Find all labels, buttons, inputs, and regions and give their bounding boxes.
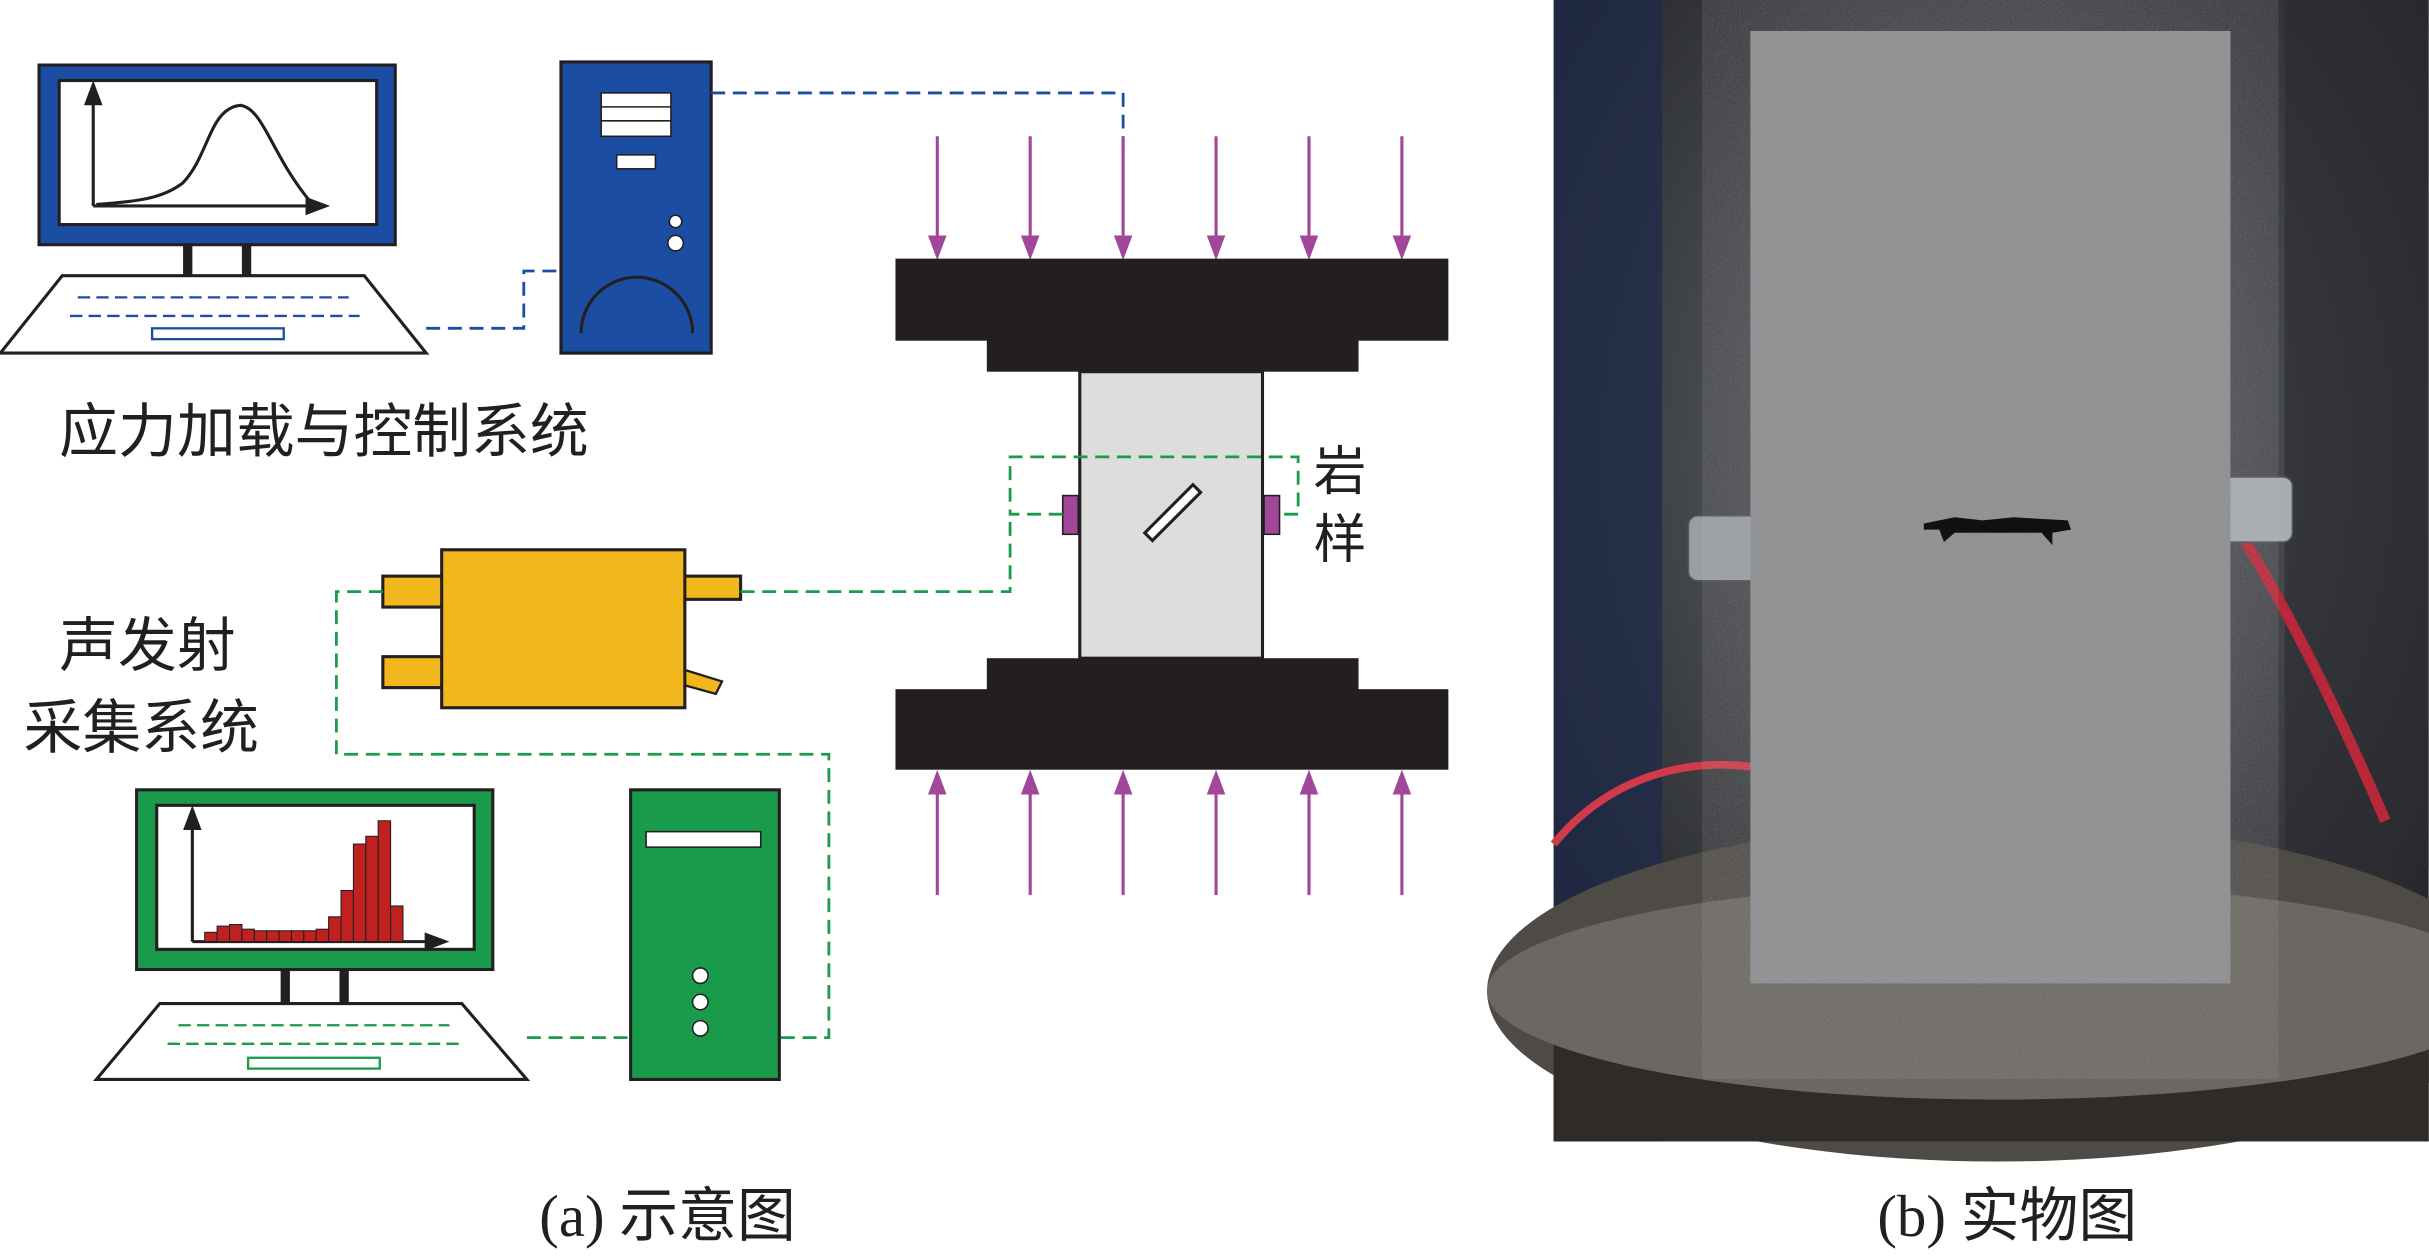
ae-monitor <box>93 788 531 1081</box>
sensor-left-photo <box>1687 514 1759 582</box>
flaw-photo <box>1923 517 2071 546</box>
ae-system-label-2: 采集系统 <box>24 693 259 762</box>
ae-sensor-left <box>1061 494 1079 536</box>
ae-cables <box>334 455 1300 1040</box>
ae-histogram-icon <box>204 820 404 943</box>
ae-sensor-right <box>1263 494 1281 536</box>
ae-computer-tower <box>629 788 781 1081</box>
sensor-right-photo <box>2221 476 2294 543</box>
photo-panel: (b) 实物图 <box>1487 0 2429 1249</box>
ae-system-label: 声发射 <box>59 611 236 680</box>
loading-computer-tower <box>559 60 713 355</box>
ae-instrument <box>381 548 743 710</box>
keyboard-icon <box>0 274 430 355</box>
sample-label-2: 样 <box>1314 510 1367 571</box>
pre-existing-flaw <box>1142 482 1203 543</box>
panel-a-caption: (a) 示意图 <box>539 1184 796 1249</box>
load-arrows <box>927 136 1412 896</box>
loading-system-label: 应力加载与控制系统 <box>59 397 589 466</box>
panel-b-caption: (b) 实物图 <box>1877 1184 2137 1249</box>
stress-curve-icon <box>96 103 312 206</box>
sample-label: 岩 <box>1314 441 1367 502</box>
loading-monitor <box>0 63 430 355</box>
loading-platens <box>895 258 1449 770</box>
loading-cables <box>426 91 1125 330</box>
schematic-panel: 应力加载与控制系统 岩 样 <box>0 60 1449 1249</box>
